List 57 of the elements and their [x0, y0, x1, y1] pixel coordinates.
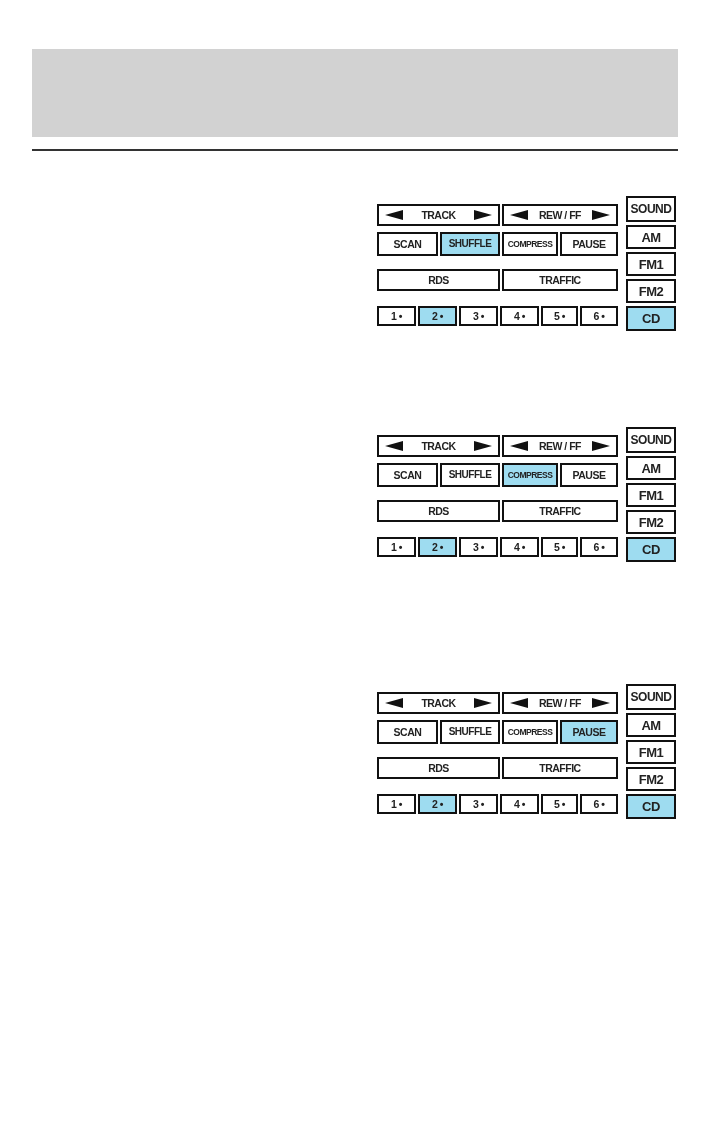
radio-button: 2 • — [418, 794, 457, 814]
radio-button: 5 • — [541, 794, 578, 814]
seek-button: REW / FF — [502, 692, 618, 714]
seek-button: REW / FF — [502, 435, 618, 457]
radio-button: SCAN — [377, 463, 438, 487]
mode-button: AM — [626, 713, 676, 737]
radio-button: 1 • — [377, 794, 416, 814]
radio-button: PAUSE — [560, 232, 618, 256]
radio-button: PAUSE — [560, 463, 618, 487]
radio-button: 6 • — [580, 306, 618, 326]
seek-button: TRACK — [377, 435, 500, 457]
radio-button: COMPRESS — [502, 232, 558, 256]
radio-button: SHUFFLE — [440, 232, 500, 256]
radio-button: TRAFFIC — [502, 757, 618, 779]
radio-button: SHUFFLE — [440, 463, 500, 487]
radio-button: PAUSE — [560, 720, 618, 744]
mode-button: SOUND — [626, 427, 676, 453]
mode-button: FM1 — [626, 483, 676, 507]
radio-button: 2 • — [418, 537, 457, 557]
radio-button: SCAN — [377, 232, 438, 256]
mode-button: SOUND — [626, 196, 676, 222]
radio-button: RDS — [377, 269, 500, 291]
mode-button: FM2 — [626, 767, 676, 791]
radio-button: 3 • — [459, 794, 498, 814]
radio-button: COMPRESS — [502, 463, 558, 487]
mode-button: FM2 — [626, 510, 676, 534]
mode-button: CD — [626, 794, 676, 819]
radio-button: 4 • — [500, 537, 539, 557]
mode-button: CD — [626, 537, 676, 562]
mode-button: CD — [626, 306, 676, 331]
radio-button: TRAFFIC — [502, 269, 618, 291]
mode-button: AM — [626, 456, 676, 480]
seek-button: TRACK — [377, 692, 500, 714]
radio-button: 3 • — [459, 537, 498, 557]
radio-button: 6 • — [580, 537, 618, 557]
radio-button: SHUFFLE — [440, 720, 500, 744]
radio-button: 6 • — [580, 794, 618, 814]
radio-button: SCAN — [377, 720, 438, 744]
seek-button: TRACK — [377, 204, 500, 226]
radio-button: RDS — [377, 757, 500, 779]
mode-button: FM1 — [626, 252, 676, 276]
radio-button: TRAFFIC — [502, 500, 618, 522]
mode-button: FM2 — [626, 279, 676, 303]
radio-button: 3 • — [459, 306, 498, 326]
radio-button: 1 • — [377, 537, 416, 557]
seek-button: REW / FF — [502, 204, 618, 226]
radio-button: 1 • — [377, 306, 416, 326]
radio-button: COMPRESS — [502, 720, 558, 744]
mode-button: SOUND — [626, 684, 676, 710]
mode-button: AM — [626, 225, 676, 249]
radio-button: 4 • — [500, 794, 539, 814]
radio-button: 2 • — [418, 306, 457, 326]
mode-button: FM1 — [626, 740, 676, 764]
radio-button: 4 • — [500, 306, 539, 326]
radio-button: RDS — [377, 500, 500, 522]
radio-button: 5 • — [541, 306, 578, 326]
radio-button: 5 • — [541, 537, 578, 557]
